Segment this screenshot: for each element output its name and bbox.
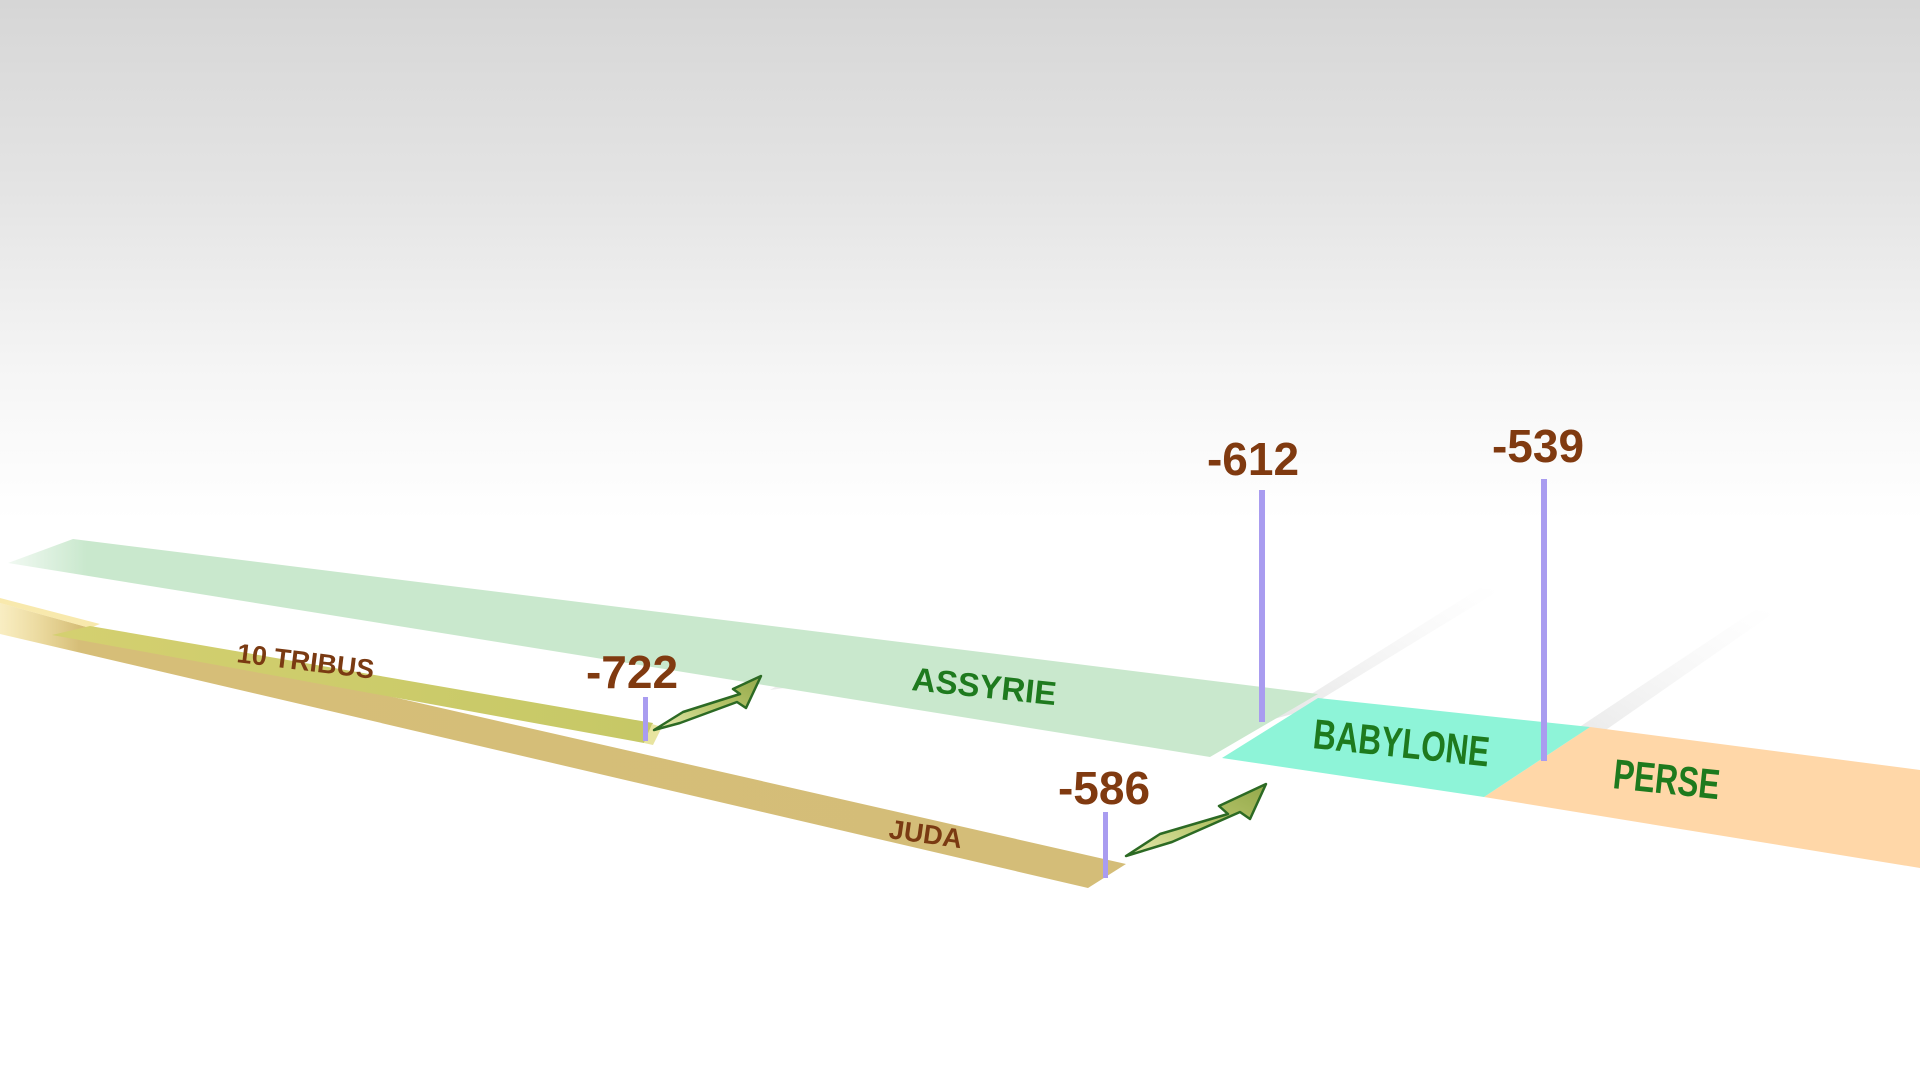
shadow-babylon-band [1270, 588, 1500, 720]
persia-band [1484, 727, 1920, 868]
marker-line-722 [643, 697, 648, 741]
period-label-judah: JUDA [887, 814, 964, 854]
marker-line-586 [1103, 812, 1108, 878]
ten-tribes-band [52, 626, 653, 743]
ten-tribes-band-outer [0, 598, 100, 628]
date-label-612: -612 [1207, 433, 1299, 485]
assyria-band [8, 539, 1318, 757]
marker-line-539 [1541, 479, 1547, 761]
arrow-to-assyria [652, 674, 763, 732]
marker-line-612 [1259, 490, 1265, 722]
date-label-586: -586 [1058, 762, 1150, 814]
shadow-persia-band [1560, 610, 1775, 740]
babylon-band [1222, 698, 1590, 797]
date-label-539: -539 [1492, 420, 1584, 472]
arrow-to-babylon [1124, 782, 1268, 858]
period-label-persia: PERSE [1611, 750, 1722, 808]
date-label-722: -722 [586, 646, 678, 698]
